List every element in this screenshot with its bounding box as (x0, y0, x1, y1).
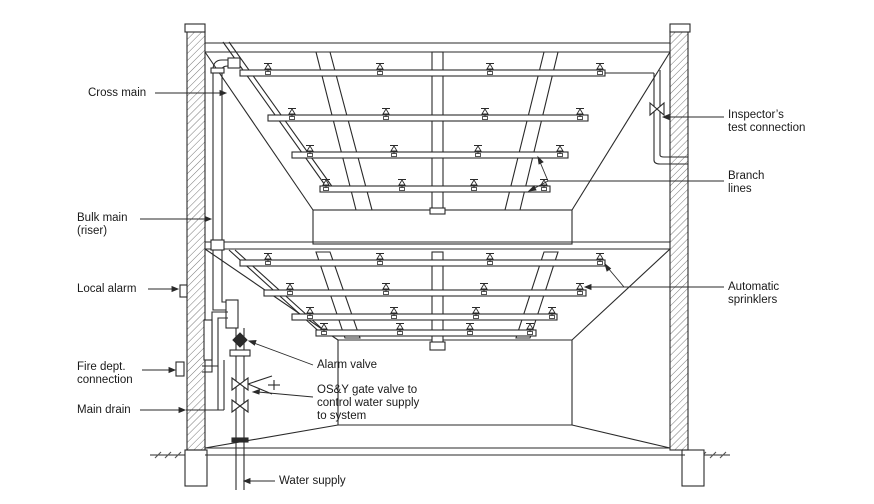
label-alarm-valve: Alarm valve (317, 359, 378, 371)
leader-lines (140, 89, 724, 485)
right-wall (669, 23, 691, 451)
label-osy-gate-valve: OS&Y gate valve to control water supply … (317, 384, 420, 422)
ground (150, 449, 730, 487)
middle-floor (205, 241, 670, 250)
label-local-alarm: Local alarm (77, 283, 137, 295)
lower-ceiling (204, 248, 671, 449)
branch-lines-lower (239, 259, 606, 337)
label-cross-main: Cross main (88, 87, 147, 99)
label-water-supply: Water supply (279, 475, 346, 487)
label-branch-lines: Branch lines (728, 170, 765, 195)
branch-lines-upper (239, 69, 606, 193)
label-inspectors-test-connection: Inspector’s test connection (728, 109, 806, 134)
label-automatic-sprinklers: Automatic sprinklers (728, 281, 780, 306)
label-fire-dept-connection: Fire dept. connection (77, 361, 133, 386)
label-bulk-main: Bulk main (riser) (77, 212, 128, 237)
alarm-valve-assembly (175, 284, 280, 490)
bulk-main-riser (210, 59, 239, 329)
inspectors-test-pipe (605, 70, 688, 165)
label-main-drain: Main drain (77, 404, 131, 416)
left-wall (184, 23, 206, 451)
